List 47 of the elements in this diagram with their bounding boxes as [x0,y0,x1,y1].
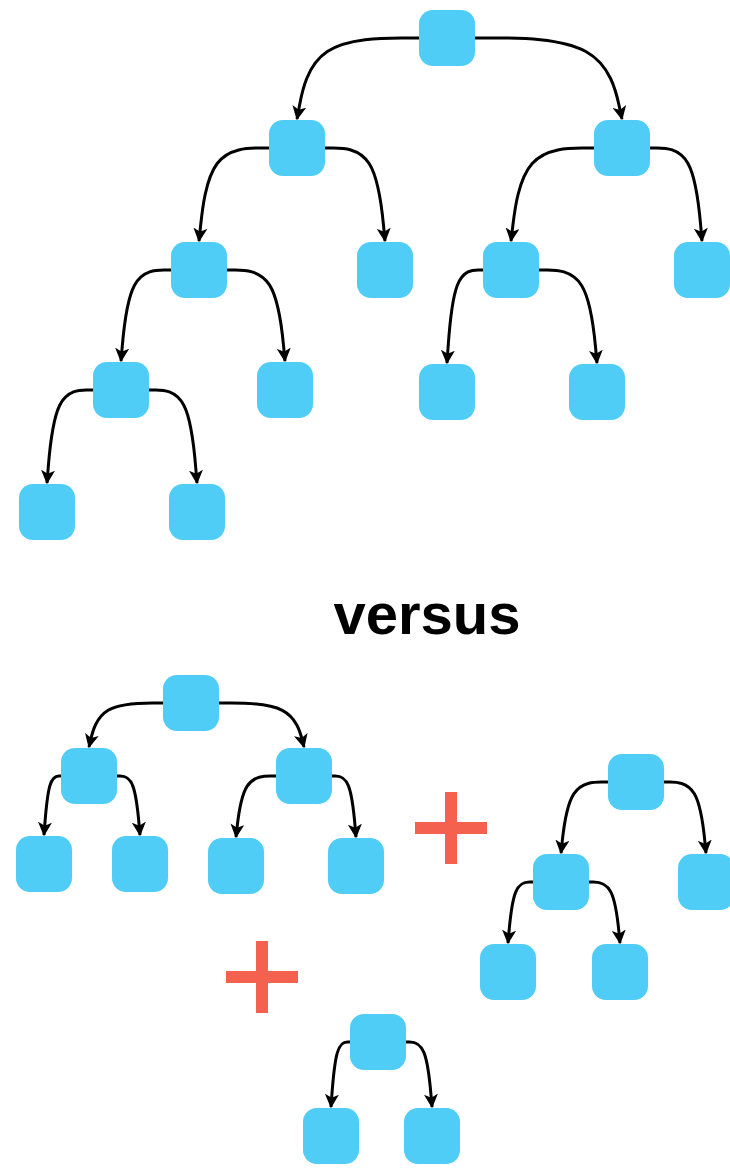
curved-arrow [292,36,419,121]
tree-node-box [276,748,332,804]
heading-text: versus [333,579,521,647]
tree-node-box [61,748,117,804]
curved-arrow [650,146,708,243]
tree-node-box [594,120,650,176]
tree-node-box [257,362,313,418]
tree-node-box [93,362,149,418]
curved-arrow [589,880,626,945]
tree-node-box [674,242,730,298]
tree-node-box [350,1014,406,1070]
curved-arrow [85,701,163,749]
curved-arrow [227,268,291,363]
tree-node-box [480,944,536,1000]
curved-arrow [664,780,712,855]
curved-arrow [325,146,391,243]
tree-node-box [419,10,475,66]
tree-node-box [269,120,325,176]
tree-node-box [303,1108,359,1164]
tree-node-box [483,242,539,298]
curved-arrow [555,780,608,855]
tree-node-box [169,484,225,540]
tree-node-box [569,364,625,420]
curved-arrow [149,388,203,485]
curved-arrow [193,146,269,243]
tree-node-box [533,854,589,910]
tree-node-box [171,242,227,298]
tree-node-box [328,838,384,894]
tree-node-box [163,675,219,731]
curved-arrow [475,36,627,121]
tree-node-box [678,854,730,910]
tree-node-box [608,754,664,810]
tree-node-box [357,242,413,298]
tree-node-box [592,944,648,1000]
curved-arrow [505,146,594,243]
curved-arrow [440,268,483,365]
tree-node-box [19,484,75,540]
curved-arrow [41,388,93,485]
tree-node-box [404,1108,460,1164]
tree-node-box [16,836,72,892]
curved-arrow [539,268,603,365]
curved-arrow [230,774,276,839]
tree-node-box [208,838,264,894]
tree-node-box [419,364,475,420]
curved-arrow [115,268,171,363]
curved-arrow [219,701,308,749]
tree-node-box [112,836,168,892]
